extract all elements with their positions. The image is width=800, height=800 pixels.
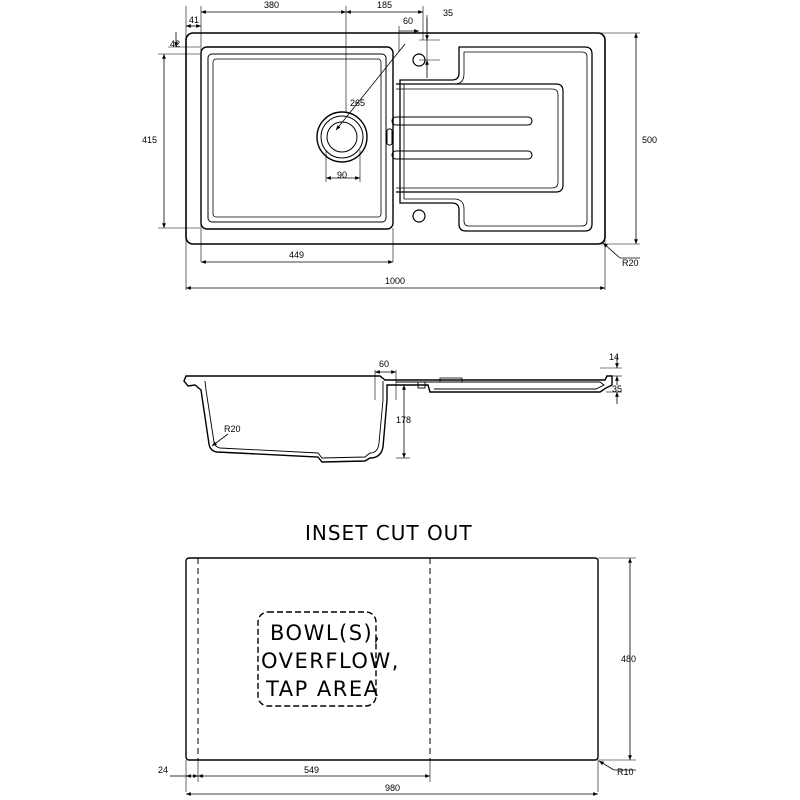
drainer-groove (391, 116, 533, 126)
dim-449: 449 (289, 250, 304, 260)
cutout-view: INSET CUT OUT BOWL(S), OVERFLOW, TAP ARE… (158, 521, 636, 796)
cutout-outline (185, 557, 599, 761)
dim-41: 41 (189, 15, 199, 25)
bowl-area-label-1: BOWL(S), (270, 621, 381, 645)
radius-r20: R20 (622, 258, 639, 268)
cutout-dim-980: 980 (385, 783, 400, 793)
cutout-dim-24: 24 (158, 765, 168, 775)
drainer-panel (396, 83, 564, 193)
tap-hole-bottom (412, 209, 426, 223)
drainer-groove (391, 150, 533, 160)
bowl-area-label-2: OVERFLOW, (261, 649, 400, 673)
drainer-profile (396, 381, 605, 390)
section-radius-r20: R20 (224, 424, 241, 434)
bowl-inner (207, 53, 387, 223)
sink-outline (185, 32, 606, 245)
cutout-title: INSET CUT OUT (305, 521, 473, 545)
cutout-dim-549: 549 (304, 765, 319, 775)
section-dim-14: 14 (609, 352, 619, 362)
drainer-panel-inner (396, 88, 559, 189)
dim-500: 500 (642, 135, 657, 145)
bowl-floor (212, 58, 382, 218)
dim-1000: 1000 (385, 276, 405, 286)
bowl-profile-inner (204, 380, 384, 459)
bowl-profile (183, 375, 613, 463)
bowl-area-box (257, 611, 377, 707)
dim-60: 60 (403, 16, 413, 26)
dim-185: 185 (377, 0, 392, 10)
dim-42: 42 (170, 39, 180, 49)
tap-ledge (417, 381, 426, 389)
dim-415: 415 (142, 135, 157, 145)
plan-view: 380 185 41 42 60 35 265 415 500 90 449 1… (142, 0, 657, 290)
section-dim-35: 35 (612, 384, 622, 394)
dim-265: 265 (350, 98, 365, 108)
overflow-slot (386, 128, 393, 146)
section-dim-178: 178 (396, 415, 411, 425)
dim-380: 380 (264, 0, 279, 10)
waste-inner (326, 121, 358, 153)
drainer-lip (439, 377, 463, 383)
cutout-radius-r10: R10 (617, 767, 634, 777)
waste-mid (320, 115, 364, 159)
section-view: 60 14 35 178 R20 (183, 352, 622, 463)
bowl-area-label-3: TAP AREA (265, 677, 380, 701)
cutout-dim-480: 480 (621, 654, 636, 664)
drainer-outline (399, 46, 593, 232)
dim-90: 90 (337, 170, 347, 180)
dim-35: 35 (443, 8, 453, 18)
bowl-outer (200, 46, 394, 230)
section-dim-60: 60 (379, 359, 389, 369)
drainer-inner (403, 51, 588, 227)
waste-outer (316, 111, 368, 163)
